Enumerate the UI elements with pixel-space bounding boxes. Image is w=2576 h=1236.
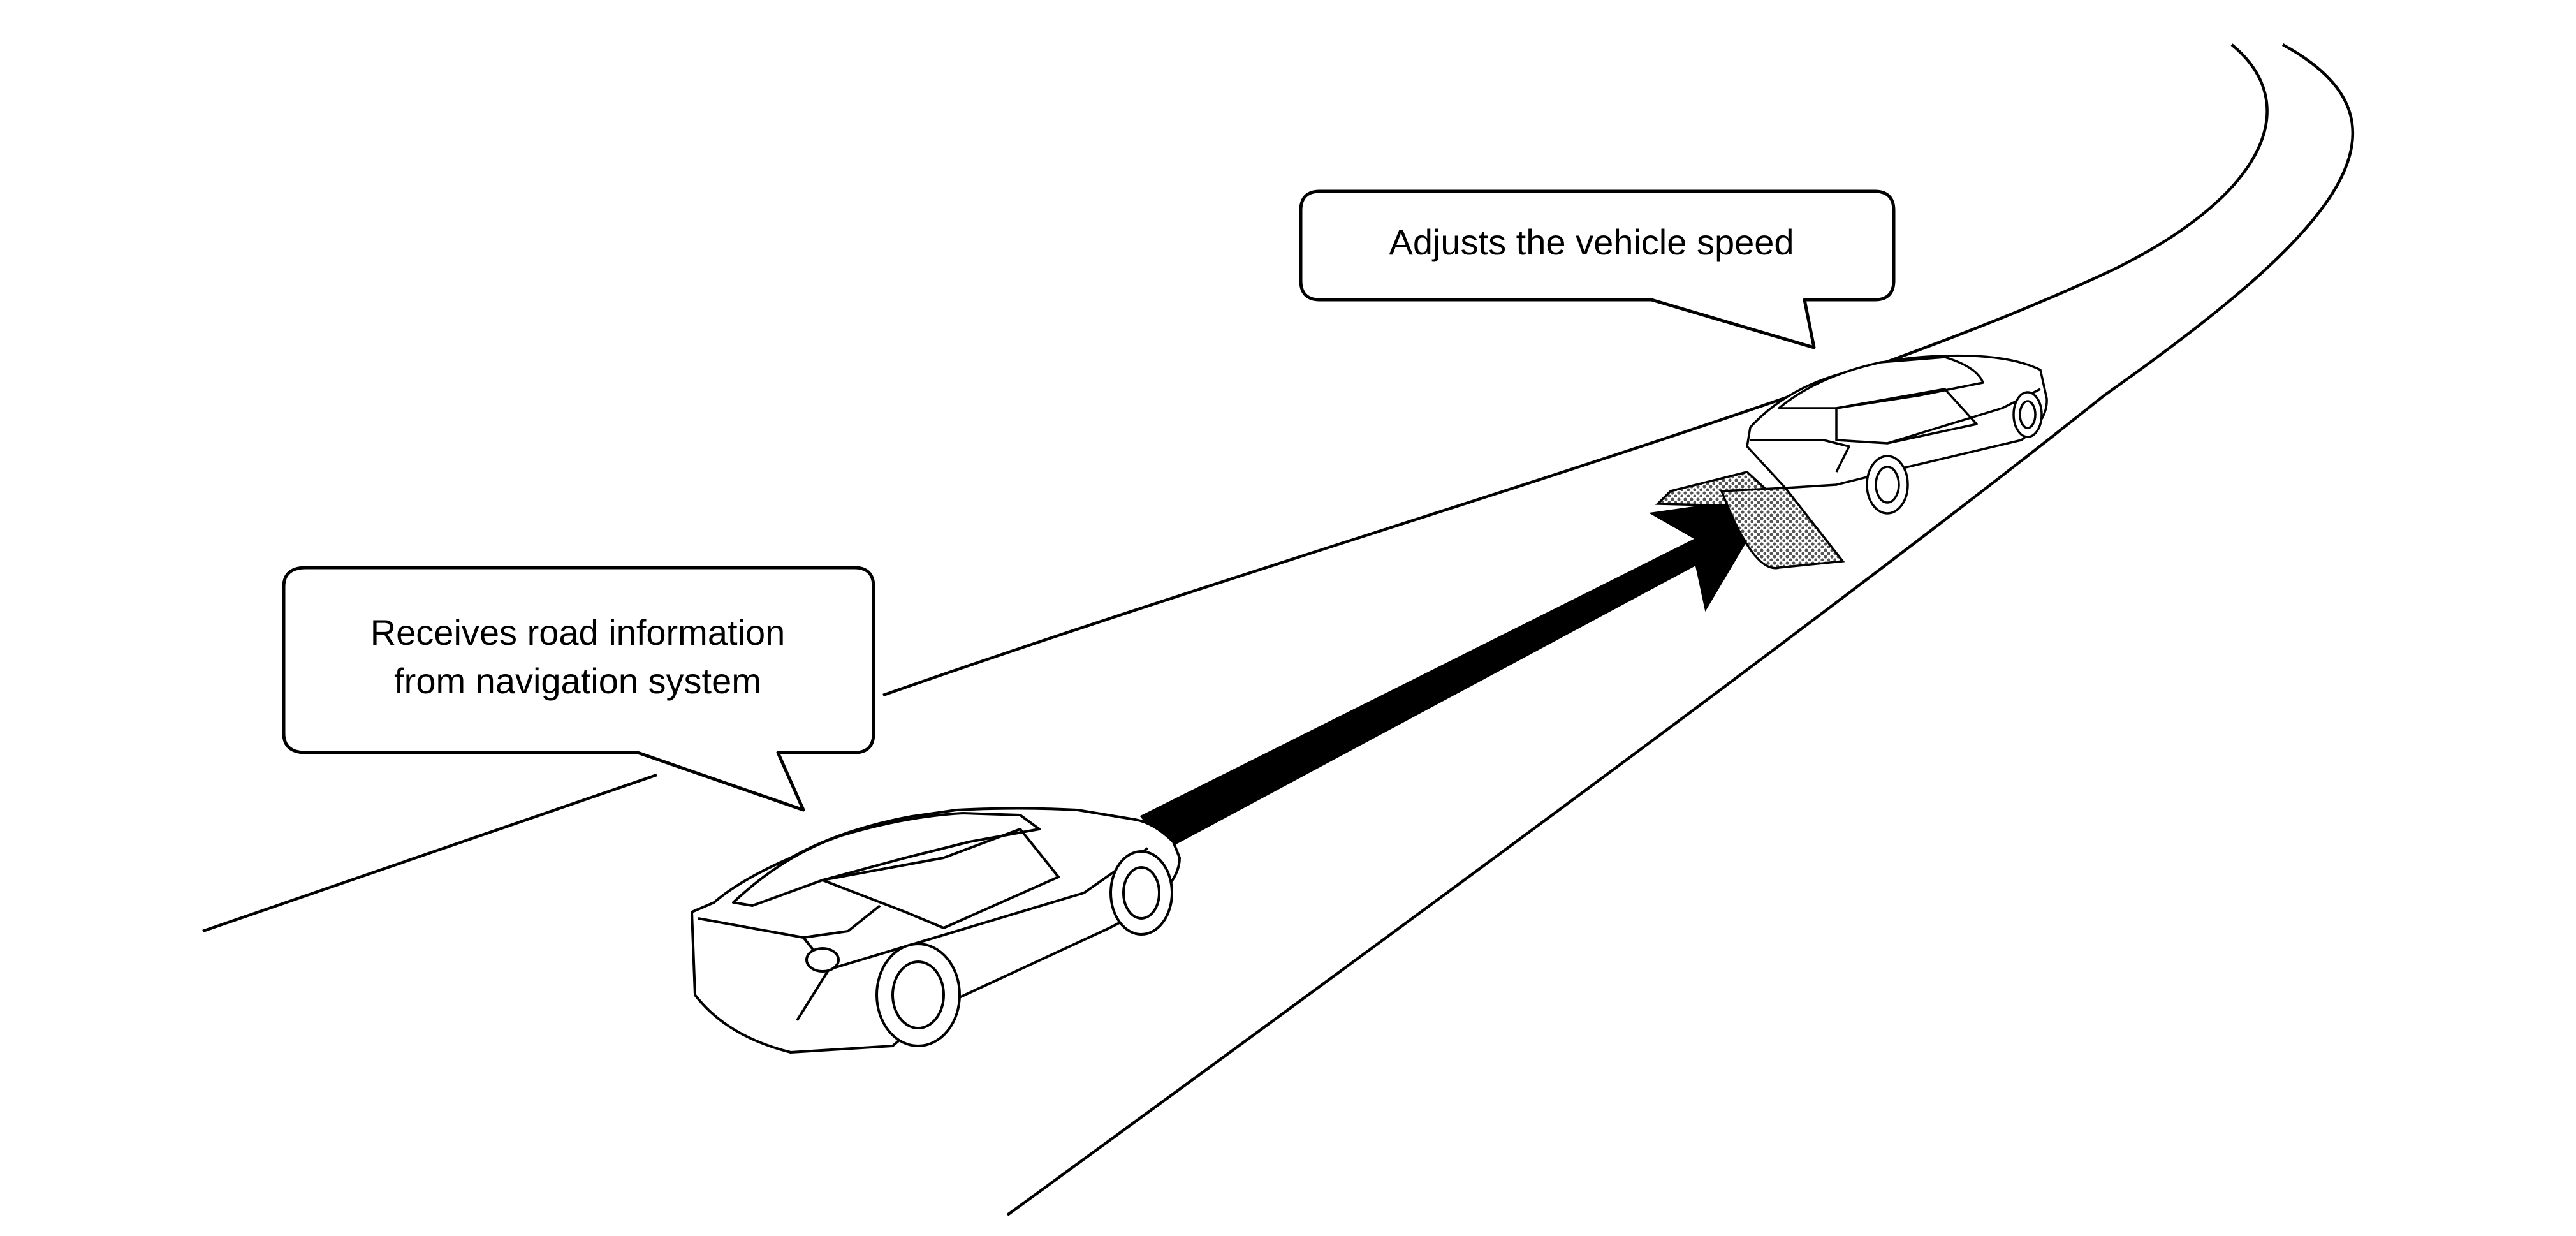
callout-text-speed: Adjusts the vehicle speed: [1389, 222, 1794, 262]
callout-text-road-line2: from navigation system: [394, 661, 761, 701]
sedan-rear-icon: [691, 807, 1181, 1054]
callout-text-road-line1: Receives road information: [370, 612, 786, 652]
callout-bubble-left: [282, 566, 875, 812]
callout-label-top: Adjusts the vehicle speed: [1301, 210, 1882, 274]
callout-bubble-top: [1299, 189, 1896, 349]
sedan-front-icon: [1746, 354, 2048, 515]
sensor-zone-right: [1720, 487, 1845, 570]
callout-label-left: Receives road information from navigatio…: [283, 606, 872, 708]
road-left-edge: [202, 773, 657, 933]
arrow-icon: [1139, 495, 1775, 850]
road-left-edge-far: [882, 43, 2269, 697]
road-right-edge: [1006, 43, 2355, 1216]
